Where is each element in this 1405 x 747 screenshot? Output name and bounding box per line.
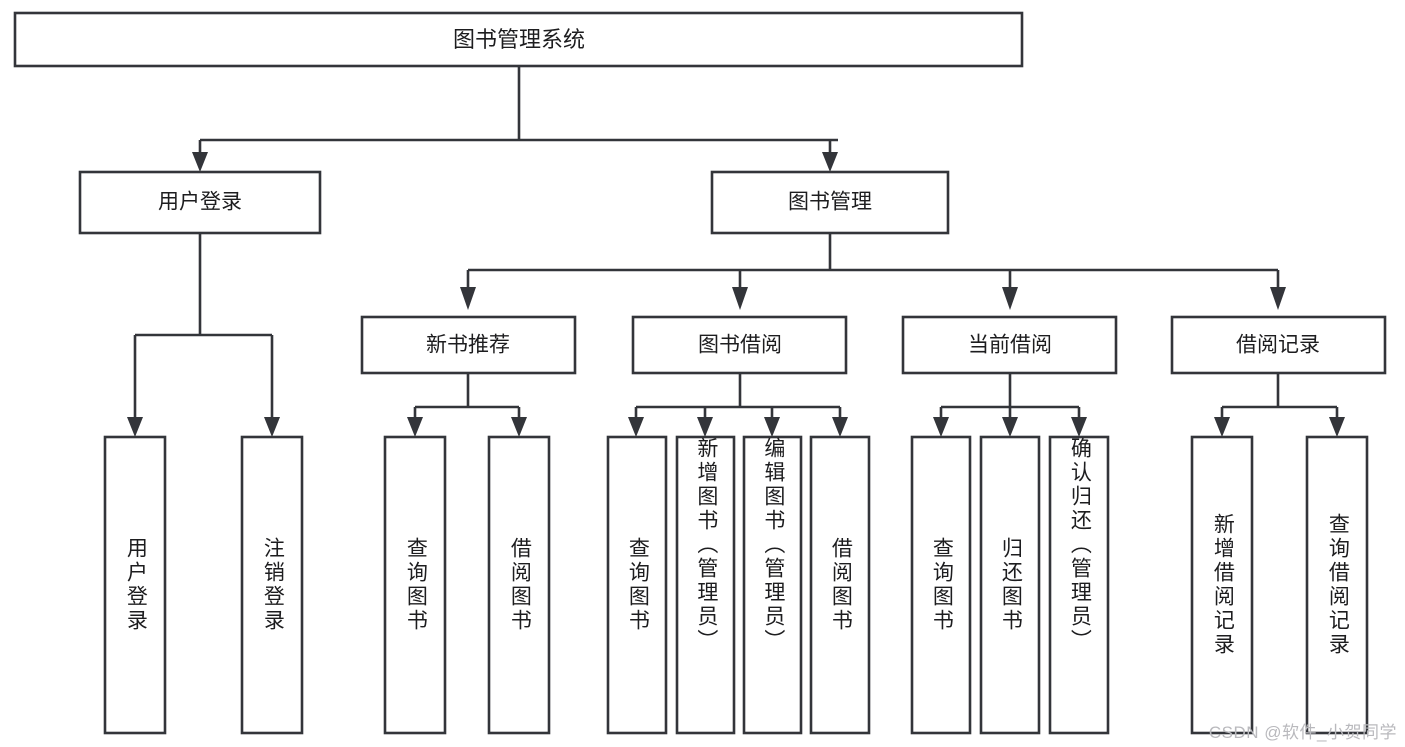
leaf-group-new-book-recommend (383, 435, 551, 735)
leaf-box-cb-3[interactable] (1048, 435, 1110, 735)
connector-group-new-book-recommend (407, 373, 527, 437)
leaf-box-nbr-2[interactable] (487, 435, 551, 735)
node-current-borrow[interactable]: 当前借阅 (901, 315, 1118, 375)
arrow-head-cb-leaf-3 (1071, 417, 1087, 437)
leaf-box-br-1[interactable] (1190, 435, 1254, 735)
node-borrow-record-label: 借阅记录 (1236, 334, 1320, 357)
node-root-label: 图书管理系统 (453, 27, 585, 52)
arrow-head-cb-leaf-2 (1002, 417, 1018, 437)
leaf-group-current-borrow (910, 435, 1110, 735)
leaf-box-nbr-1[interactable] (383, 435, 447, 735)
node-book-mgmt-label: 图书管理 (788, 191, 872, 214)
node-user-login-box[interactable] (78, 170, 322, 235)
arrow-head-current-borrow (1002, 287, 1018, 310)
node-new-book-recommend-label: 新书推荐 (426, 334, 510, 357)
node-current-borrow-box[interactable] (901, 315, 1118, 375)
connector-group-book-mgmt (460, 233, 1286, 310)
leaf-box-bb-2[interactable] (675, 435, 736, 735)
node-new-book-recommend-box[interactable] (360, 315, 577, 375)
arrow-head-user-login-leaf-2 (264, 417, 280, 437)
leaf-box-bb-3[interactable] (742, 435, 803, 735)
leaf-box-bb-1[interactable] (606, 435, 668, 735)
node-book-mgmt-box[interactable] (710, 170, 950, 235)
leaf-box-br-2[interactable] (1305, 435, 1369, 735)
node-root[interactable]: 图书管理系统 (13, 11, 1024, 68)
node-book-borrow[interactable]: 图书借阅 (631, 315, 848, 375)
leaf-box-cb-1[interactable] (910, 435, 972, 735)
arrow-head-user-login-leaf-1 (127, 417, 143, 437)
arrow-head-book-mgmt (822, 152, 838, 172)
connector-group-current-borrow (933, 373, 1087, 437)
node-borrow-record[interactable]: 借阅记录 (1170, 315, 1387, 375)
csdn-watermark: CSDN @软件_小贺同学 (1208, 723, 1397, 742)
node-book-borrow-box[interactable] (631, 315, 848, 375)
arrow-head-nbr-leaf-1 (407, 417, 423, 437)
connector-group-root (192, 66, 838, 172)
arrow-head-br-leaf-2 (1329, 417, 1345, 437)
leaf-box-user-login-1[interactable] (103, 435, 167, 735)
arrow-head-new-book-recommend (460, 287, 476, 310)
arrow-head-nbr-leaf-2 (511, 417, 527, 437)
node-borrow-record-box[interactable] (1170, 315, 1387, 375)
connector-group-user-login (127, 233, 280, 437)
arrow-head-bb-leaf-4 (832, 417, 848, 437)
node-new-book-recommend[interactable]: 新书推荐 (360, 315, 577, 375)
arrow-head-bb-leaf-2 (697, 417, 713, 437)
arrow-head-cb-leaf-1 (933, 417, 949, 437)
leaf-group-book-borrow (606, 435, 871, 735)
arrow-head-br-leaf-1 (1214, 417, 1230, 437)
leaf-group-borrow-record (1190, 435, 1369, 735)
arrow-head-borrow-record (1270, 287, 1286, 310)
connector-group-borrow-record (1214, 373, 1345, 437)
node-root-box[interactable] (13, 11, 1024, 68)
leaf-group-user-login (103, 435, 304, 735)
node-book-borrow-label: 图书借阅 (698, 334, 782, 357)
node-user-login-label: 用户登录 (158, 191, 242, 214)
connector-group-book-borrow (628, 373, 848, 437)
leaf-box-cb-2[interactable] (979, 435, 1041, 735)
arrow-head-user-login (192, 152, 208, 172)
arrow-head-bb-leaf-3 (764, 417, 780, 437)
node-current-borrow-label: 当前借阅 (968, 334, 1052, 357)
node-book-mgmt[interactable]: 图书管理 (710, 170, 950, 235)
arrow-head-bb-leaf-1 (628, 417, 644, 437)
leaf-box-user-login-2[interactable] (240, 435, 304, 735)
arrow-head-book-borrow (732, 287, 748, 310)
node-user-login[interactable]: 用户登录 (78, 170, 322, 235)
leaf-box-bb-4[interactable] (809, 435, 871, 735)
